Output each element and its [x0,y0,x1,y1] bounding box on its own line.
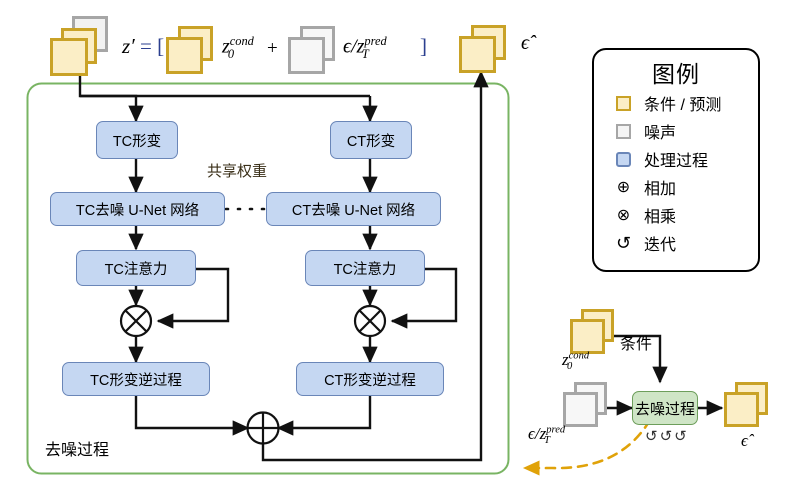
legend-item-label: 条件 / 预测 [644,97,722,114]
cond-card-front [570,319,605,354]
equation-close-bracket: ] [420,34,427,58]
detail-noise-stack [563,382,613,428]
output-epsilon-stack [459,25,511,73]
box-ct-deform[interactable]: CT形变 [330,121,412,159]
denoise-container-label: 去噪过程 [45,442,110,459]
legend-item-multiply: ⊗ 相乘 [594,201,758,229]
condition-edge-label: 条件 [620,336,653,353]
noise-card-front [563,392,598,427]
process-swatch-icon [616,151,631,167]
cond-card-front [459,36,496,73]
detail-cond-stack [570,309,620,355]
box-tc-attention-right[interactable]: TC注意力 [305,250,425,286]
legend-item-process: 处理过程 [594,145,758,173]
legend-item-label: 处理过程 [644,153,709,170]
equation-noise-stack [288,26,340,74]
equation-cond-stack [166,26,218,74]
box-label: TC去噪 U-Net 网络 [75,202,200,219]
box-tc-unet[interactable]: TC去噪 U-Net 网络 [50,192,225,226]
cond-swatch-icon [616,95,631,111]
legend-item-label: 迭代 [644,237,677,254]
legend-item-noise: 噪声 [594,117,758,145]
iteration-glyphs: ↺↺↺ [645,428,689,445]
box-label: TC注意力 [333,261,397,278]
z-prime-label: z′ = [ [122,34,165,58]
equation-plus-sign: + [267,38,278,59]
box-label: TC注意力 [104,261,168,278]
shared-weights-label: 共享权重 [207,163,268,180]
box-label: TC形变 [112,133,162,150]
legend-item-condition: 条件 / 预测 [594,89,758,117]
detail-output-epsilon-label: ϵ̂ [741,431,748,450]
box-label: CT形变逆过程 [324,372,416,389]
box-denoise-process[interactable]: 去噪过程 [632,391,698,425]
equation-equals-open-bracket: = [ [140,34,165,58]
legend-panel: 图例 条件 / 预测 噪声 处理过程 ⊕ 相加 ⊗ 相乘 ↺ 迭代 [592,48,760,272]
iteration-loop-icon: ↺ [615,232,632,253]
cond-latent-label: zcond0 [222,34,254,61]
box-label: TC形变逆过程 [90,372,182,389]
legend-item-iteration: ↺ 迭代 [594,229,758,257]
legend-item-label: 相乘 [644,209,677,226]
noise-card-front [288,37,325,74]
legend-item-label: 相加 [644,181,677,198]
cond-card-front [724,392,759,427]
cond-card-front [50,38,88,76]
box-tc-attention-left[interactable]: TC注意力 [76,250,196,286]
box-tc-deform[interactable]: TC形变 [96,121,178,159]
input-latent-stack [48,16,112,76]
circled-times-icon: ⊗ [616,207,631,224]
detail-output-stack [724,382,774,428]
circled-plus-icon: ⊕ [616,179,631,196]
box-label: CT去噪 U-Net 网络 [291,202,416,219]
noise-swatch-icon [616,123,631,139]
epsilon-hat-output-label: ϵ̂ [521,32,530,54]
box-label: 去噪过程 [634,400,695,418]
legend-item-add: ⊕ 相加 [594,173,758,201]
cond-card-front [166,37,203,74]
box-ct-inverse-deform[interactable]: CT形变逆过程 [296,362,444,396]
detail-cond-latent-label: zcond0 [562,350,590,373]
legend-title: 图例 [652,61,700,87]
box-label: CT形变 [346,133,396,150]
box-ct-unet[interactable]: CT去噪 U-Net 网络 [266,192,441,226]
box-tc-inverse-deform[interactable]: TC形变逆过程 [62,362,210,396]
legend-item-label: 噪声 [644,125,677,142]
detail-noise-latent-label: ϵ/zpredT [528,424,566,447]
noise-latent-label: ϵ/zpredT [343,34,387,61]
